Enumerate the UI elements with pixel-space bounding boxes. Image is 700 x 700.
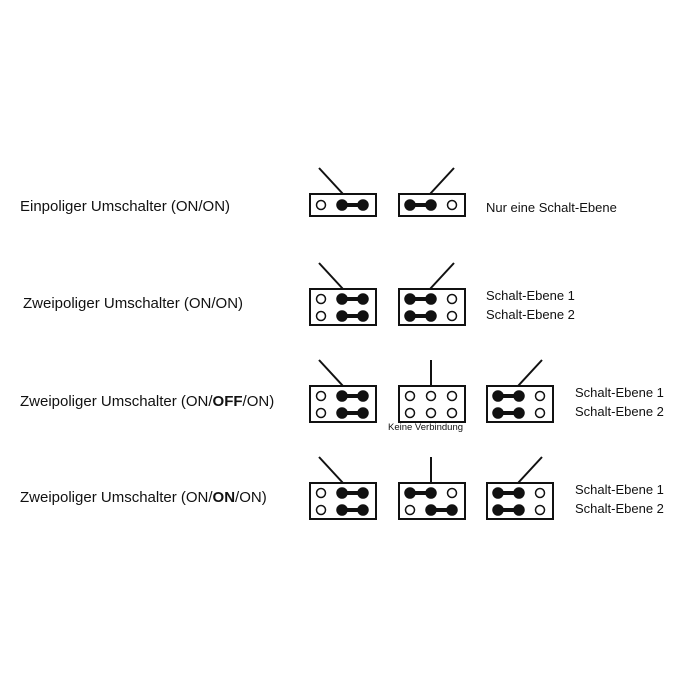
contact-closed xyxy=(513,390,525,402)
row-label-part: OFF xyxy=(212,393,243,410)
contact-closed xyxy=(513,407,525,419)
row-caption: Nur eine Schalt-Ebene xyxy=(486,198,617,217)
caption-line: Schalt-Ebene 2 xyxy=(575,501,664,516)
contact-closed xyxy=(513,504,525,516)
caption-line: Schalt-Ebene 1 xyxy=(486,288,575,303)
contact-closed xyxy=(357,407,369,419)
contact-closed xyxy=(336,504,348,516)
contact-open xyxy=(534,504,546,516)
contact-closed xyxy=(404,487,416,499)
caption-line: Nur eine Schalt-Ebene xyxy=(486,200,617,215)
contact-open xyxy=(404,504,416,516)
contact-closed xyxy=(357,487,369,499)
row-label-part: ON xyxy=(212,489,236,506)
row-label-part: /ON) xyxy=(235,489,267,506)
switch-lever xyxy=(318,167,344,195)
row-label: Zweipoliger Umschalter (ON/ON) xyxy=(23,295,243,312)
switch-icon xyxy=(398,262,466,326)
switch-lever xyxy=(318,262,344,290)
switch-icon xyxy=(398,457,466,520)
contact-open xyxy=(404,407,416,419)
contact-closed xyxy=(357,199,369,211)
contact-open xyxy=(315,504,327,516)
switch-lever xyxy=(318,359,344,387)
no-connection-label: Keine Verbindung xyxy=(388,422,464,433)
contact-closed xyxy=(357,504,369,516)
contact-open xyxy=(404,390,416,402)
contact-closed xyxy=(446,504,458,516)
contact-closed xyxy=(425,504,437,516)
contact-closed xyxy=(336,487,348,499)
row-caption: Schalt-Ebene 1 Schalt-Ebene 2 xyxy=(575,480,664,518)
caption-line: Schalt-Ebene 1 xyxy=(575,482,664,497)
contact-closed xyxy=(336,310,348,322)
caption-line: Schalt-Ebene 2 xyxy=(575,404,664,419)
contact-open xyxy=(534,487,546,499)
row-label: Einpoliger Umschalter (ON/ON) xyxy=(20,198,230,215)
switch-icon xyxy=(309,167,377,217)
contact-closed xyxy=(425,199,437,211)
contact-open xyxy=(315,293,327,305)
contact-closed xyxy=(425,487,437,499)
contact-open xyxy=(315,487,327,499)
row-label-part: Zweipoliger Umschalter (ON/ xyxy=(20,489,213,506)
row-label: Zweipoliger Umschalter (ON/ON/ON) xyxy=(20,489,267,506)
contact-closed xyxy=(425,293,437,305)
caption-line: Schalt-Ebene 1 xyxy=(575,385,664,400)
contact-open xyxy=(534,407,546,419)
switch-lever xyxy=(318,456,344,484)
contact-closed xyxy=(336,199,348,211)
switch-lever xyxy=(429,262,455,290)
row-label-part: Einpoliger Umschalter (ON/ON) xyxy=(20,198,231,215)
contact-open xyxy=(315,390,327,402)
switch-lever xyxy=(517,359,543,387)
contact-closed xyxy=(492,407,504,419)
contact-closed xyxy=(336,390,348,402)
contact-open xyxy=(534,390,546,402)
contact-open xyxy=(446,199,458,211)
caption-line: Schalt-Ebene 2 xyxy=(486,307,575,322)
switch-lever xyxy=(429,167,455,195)
contact-closed xyxy=(492,390,504,402)
contact-closed xyxy=(404,293,416,305)
contact-closed xyxy=(492,487,504,499)
contact-closed xyxy=(336,293,348,305)
contact-closed xyxy=(357,293,369,305)
contact-closed xyxy=(357,310,369,322)
row-label-part: Zweipoliger Umschalter (ON/ON) xyxy=(23,295,244,312)
contact-open xyxy=(315,310,327,322)
row-label-part: Zweipoliger Umschalter (ON/ xyxy=(20,393,213,410)
contact-open xyxy=(315,407,327,419)
contact-closed xyxy=(492,504,504,516)
contact-closed xyxy=(357,390,369,402)
row-caption: Schalt-Ebene 1 Schalt-Ebene 2 xyxy=(486,286,575,324)
contact-open xyxy=(425,407,437,419)
contact-open xyxy=(446,487,458,499)
switch-icon xyxy=(309,262,377,326)
contact-open xyxy=(446,407,458,419)
switch-icon xyxy=(486,456,554,520)
contact-closed xyxy=(425,310,437,322)
contact-open xyxy=(446,310,458,322)
switch-icon xyxy=(398,360,466,423)
switch-icon xyxy=(309,359,377,423)
contact-closed xyxy=(336,407,348,419)
contact-closed xyxy=(404,199,416,211)
contact-open xyxy=(425,390,437,402)
switch-icon xyxy=(486,359,554,423)
switch-icon xyxy=(398,167,466,217)
switch-lever xyxy=(517,456,543,484)
row-label: Zweipoliger Umschalter (ON/OFF/ON) xyxy=(20,393,274,410)
contact-open xyxy=(446,390,458,402)
contact-open xyxy=(315,199,327,211)
switch-icon xyxy=(309,456,377,520)
row-label-part: /ON) xyxy=(242,393,275,410)
contact-closed xyxy=(404,310,416,322)
contact-open xyxy=(446,293,458,305)
contact-closed xyxy=(513,487,525,499)
row-caption: Schalt-Ebene 1 Schalt-Ebene 2 xyxy=(575,383,664,421)
